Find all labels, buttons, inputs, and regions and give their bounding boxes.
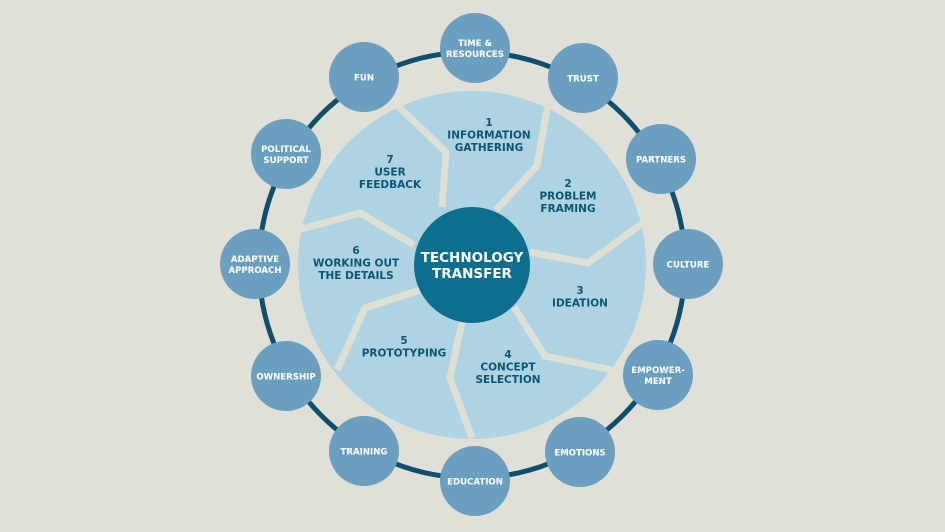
- outer-node-label: FUN: [354, 74, 374, 84]
- segment-separator: [333, 286, 422, 372]
- segment-separator: [446, 321, 476, 440]
- outer-node-circle: [329, 42, 399, 112]
- label-line: PARTNERS: [636, 156, 686, 166]
- outer-node: EMOTIONS: [545, 417, 615, 487]
- outer-node-label: PARTNERS: [636, 156, 686, 166]
- outer-node-circle: [623, 340, 693, 410]
- label-line: USER: [374, 167, 405, 179]
- label-line: EMOTIONS: [554, 449, 605, 459]
- label-line: RESOURCES: [446, 50, 504, 60]
- label-line: 5: [400, 335, 407, 347]
- segment-separator: [529, 219, 647, 267]
- label-line: POLITICAL: [261, 145, 311, 155]
- label-line: WORKING OUT: [313, 258, 400, 270]
- label-line: SELECTION: [475, 374, 540, 386]
- outer-node-label: OWNERSHIP: [256, 373, 315, 383]
- label-line: TIME &: [458, 39, 492, 49]
- outer-node: FUN: [329, 42, 399, 112]
- label-line: 6: [352, 245, 359, 257]
- label-line: 3: [576, 285, 583, 297]
- label-line: FRAMING: [540, 203, 595, 215]
- label-line: 1: [485, 117, 492, 129]
- outer-node-label: CULTURE: [667, 261, 710, 271]
- label-line: SUPPORT: [263, 156, 308, 166]
- segment-separator: [297, 209, 416, 249]
- label-line: THE DETAILS: [318, 270, 393, 282]
- outer-node-label: TRAINING: [341, 448, 388, 458]
- outer-node: CULTURE: [653, 229, 723, 299]
- outer-node: TRAINING: [329, 416, 399, 486]
- label-line: TECHNOLOGY: [421, 250, 524, 266]
- segment-separator: [511, 305, 613, 374]
- label-line: APPROACH: [228, 266, 281, 276]
- label-line: PROTOTYPING: [362, 348, 447, 360]
- outer-node-circle: [251, 119, 321, 189]
- outer-node: EMPOWER-MENT: [623, 340, 693, 410]
- label-line: MENT: [644, 377, 672, 387]
- segment-separator: [395, 103, 450, 208]
- outer-node-circle: [440, 446, 510, 516]
- label-line: TRANSFER: [432, 266, 513, 282]
- outer-node: TRUST: [548, 43, 618, 113]
- segment-separator: [493, 103, 552, 213]
- segment-separators: [297, 103, 647, 440]
- label-line: INFORMATION: [447, 130, 530, 142]
- outer-node-label: TRUST: [567, 75, 599, 85]
- center-hub: [414, 207, 530, 323]
- label-line: ADAPTIVE: [231, 255, 279, 265]
- outer-node-label: EMOTIONS: [554, 449, 605, 459]
- label-line: GATHERING: [455, 142, 523, 154]
- label-line: FUN: [354, 74, 374, 84]
- outer-node-circle: [548, 43, 618, 113]
- outer-node-circle: [653, 229, 723, 299]
- label-line: TRAINING: [341, 448, 388, 458]
- label-line: IDEATION: [552, 298, 608, 310]
- label-line: 4: [504, 349, 511, 361]
- outer-node-circle: [626, 124, 696, 194]
- outer-node-circle: [545, 417, 615, 487]
- label-line: EMPOWER-: [631, 366, 685, 376]
- outer-node: PARTNERS: [626, 124, 696, 194]
- label-line: CULTURE: [667, 261, 710, 271]
- outer-node: OWNERSHIP: [251, 341, 321, 411]
- label-line: PROBLEM: [539, 191, 596, 203]
- outer-node-circle: [329, 416, 399, 486]
- outer-node-circle: [440, 13, 510, 83]
- label-line: CONCEPT: [480, 362, 536, 374]
- outer-node-circle: [220, 229, 290, 299]
- label-line: TRUST: [567, 75, 599, 85]
- label-line: FEEDBACK: [359, 179, 422, 191]
- outer-node-label: EDUCATION: [447, 478, 503, 488]
- label-line: 7: [386, 154, 393, 166]
- label-line: EDUCATION: [447, 478, 503, 488]
- outer-nodes: TIME &RESOURCES TRUST PARTNERS CULTURE EMPOW…: [220, 13, 723, 516]
- label-line: OWNERSHIP: [256, 373, 315, 383]
- outer-node-label: EMPOWER-MENT: [631, 366, 685, 387]
- outer-node-circle: [251, 341, 321, 411]
- outer-node: TIME &RESOURCES: [440, 13, 510, 83]
- label-line: 2: [564, 178, 571, 190]
- outer-node: EDUCATION: [440, 446, 510, 516]
- outer-node-label: TIME &RESOURCES: [446, 39, 504, 60]
